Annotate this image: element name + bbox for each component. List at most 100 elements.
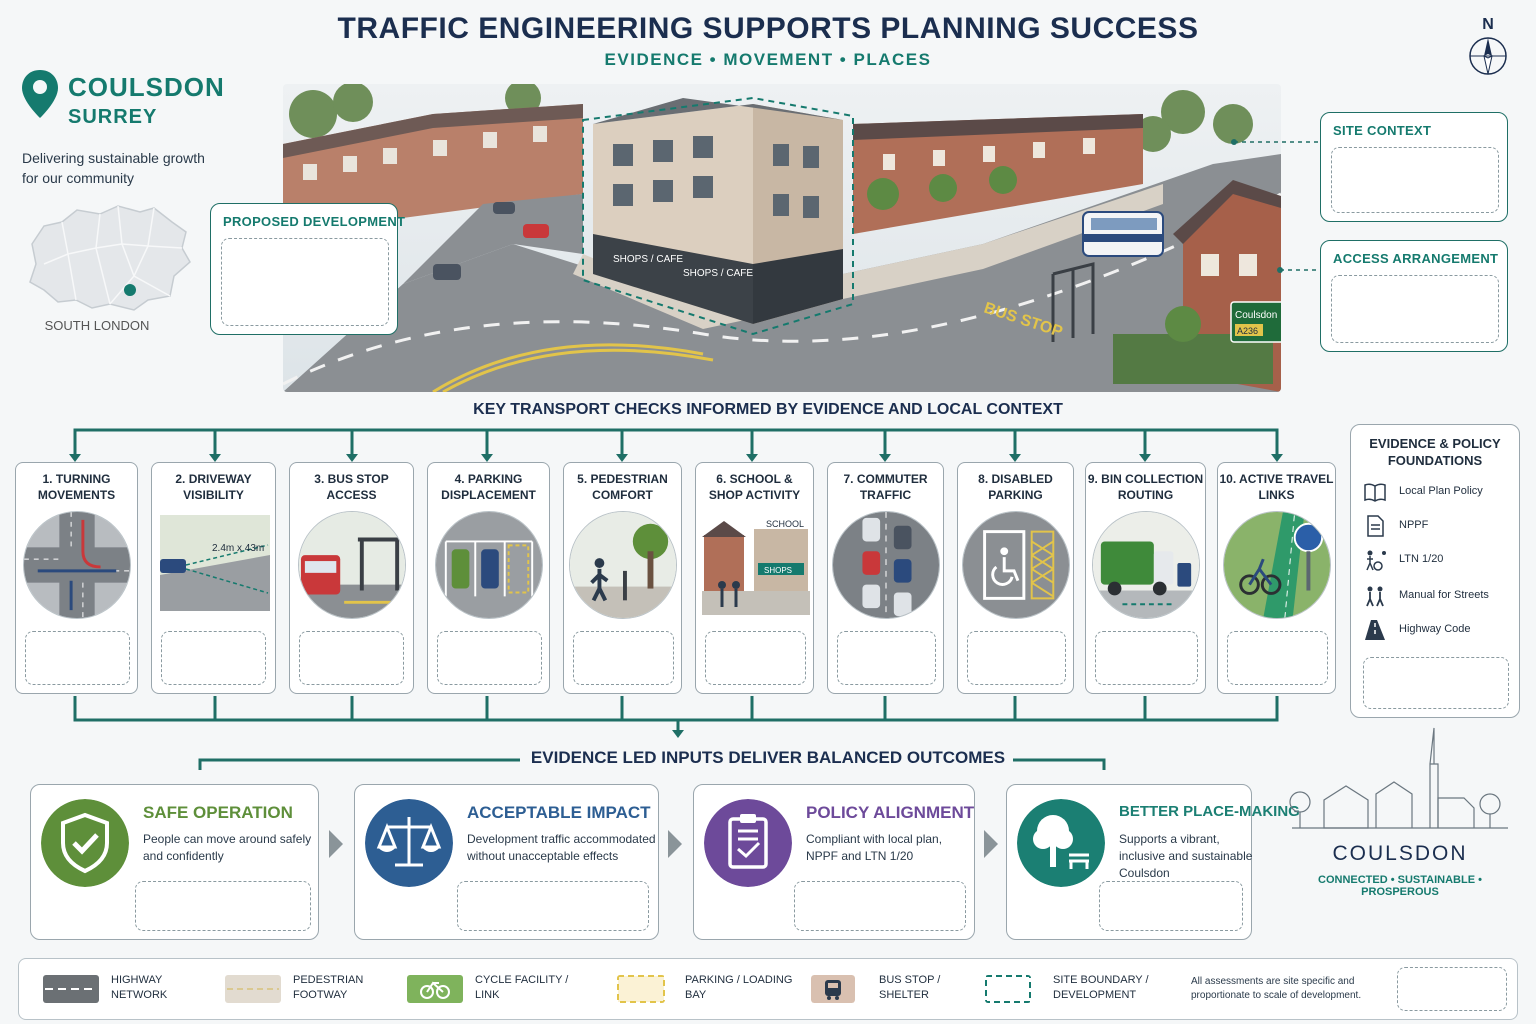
policy-item-ltn: LTN 1/20 [1363,549,1513,573]
check-label: 5. PEDESTRIAN [577,472,668,486]
page-title: TRAFFIC ENGINEERING SUPPORTS PLANNING SU… [337,12,1199,45]
check-label: MOVEMENTS [37,488,116,502]
policy-item-nppf: NPPF [1363,515,1513,539]
check-field[interactable] [705,631,806,685]
map-pin-icon [22,70,58,118]
policy-item-local-plan: Local Plan Policy [1363,481,1513,505]
tree-bench-icon [1017,799,1105,887]
policy-item-highway-code: Highway Code [1363,619,1513,643]
legend-field[interactable] [1397,967,1507,1011]
location-tagline: Delivering sustainable growth for our co… [22,150,205,186]
check-card-pedestrian-comfort: 5. PEDESTRIAN COMFORT [563,462,682,694]
page-subtitle: EVIDENCE • MOVEMENT • PLACES [604,50,932,69]
check-label: 4. PARKING [454,472,523,486]
check-field[interactable] [573,631,674,685]
access-arrangement-title: ACCESS ARRANGEMENT [1333,251,1499,266]
book-icon [1364,483,1386,502]
check-field[interactable] [967,631,1066,685]
check-field[interactable] [161,631,266,685]
people-icon [1366,586,1384,607]
street-scene-illustration: SHOPS / CAFE SHOPS / CAFE BUS STOP Couls… [283,84,1281,392]
access-arrangement-callout: ACCESS ARRANGEMENT [1320,240,1508,352]
proposed-development-field[interactable] [221,238,389,326]
bus-stop-icon [298,511,406,619]
policy-item-manual-for-streets: Manual for Streets [1363,585,1513,609]
outcome-field[interactable] [1099,881,1243,931]
policy-label: NPPF [1399,519,1429,531]
clipboard-check-icon [704,799,792,887]
outcome-title: ACCEPTABLE IMPACT [467,803,651,822]
check-field[interactable] [1227,631,1328,685]
proposed-development-callout: PROPOSED DEVELOPMENT [210,203,405,335]
check-field[interactable] [299,631,404,685]
site-boundary-swatch [985,975,1031,1003]
check-label: ACCESS [326,488,377,502]
check-card-active-travel-links: 10. ACTIVE TRAVEL LINKS [1217,462,1336,694]
legend-label: LINK [475,989,500,1001]
site-context-field[interactable] [1331,147,1499,213]
town-name: COULSDON [68,72,225,102]
outcome-title: POLICY ALIGNMENT [806,803,975,822]
car-far [493,202,515,214]
proposed-development-title: PROPOSED DEVELOPMENT [223,214,406,229]
legend-label: CYCLE FACILITY / [475,974,569,986]
outcome-acceptable-impact: ACCEPTABLE IMPACT Development traffic ac… [354,784,659,940]
policy-field[interactable] [1363,657,1509,709]
check-label: COMFORT [592,488,653,502]
legend-label: HIGHWAY [111,974,163,986]
chevron-right-icon [668,830,682,858]
car-grey [433,264,461,280]
commuter-traffic-icon [832,511,940,619]
shops-sign: SHOPS [764,566,792,575]
legend-label: DEVELOPMENT [1053,989,1137,1001]
outcome-title: BETTER PLACE-MAKING [1119,803,1300,820]
outcome-description: Compliant with local plan, NPPF and LTN … [806,832,943,863]
town-skyline-icon [1289,727,1508,829]
checks-connector-lines [69,428,1283,770]
shield-check-icon [41,799,129,887]
footway-swatch [225,975,281,1003]
shop-sign-right: SHOPS / CAFE [683,268,753,279]
bus [1082,211,1164,257]
legend-item-bus-stop: BUS STOP /SHELTER [811,971,981,1007]
legend-label: BAY [685,989,707,1001]
direction-sign-road: A236 [1237,326,1258,336]
coulsdon-townmark: COULSDON CONNECTED • SUSTAINABLE • PROSP… [1284,724,1516,898]
direction-sign: Coulsdon A236 [1230,301,1281,343]
check-label: 8. DISABLED [978,472,1053,486]
outcome-title: SAFE OPERATION [143,803,293,822]
outcome-description: Supports a vibrant, inclusive and sustai… [1119,832,1253,880]
county-name: SURREY [68,106,158,128]
outcome-policy-alignment: POLICY ALIGNMENT Compliant with local pl… [693,784,975,940]
legend-label: SHELTER [879,989,929,1001]
cyclist-pedestrian-icon [1366,550,1386,571]
check-field[interactable] [1095,631,1198,685]
check-label: 10. ACTIVE TRAVEL [1219,472,1334,486]
parking-bays-icon [435,511,543,619]
outcome-description: Development traffic accommodated without… [467,832,656,863]
check-card-bus-stop-access: 3. BUS STOP ACCESS [289,462,414,694]
outcome-field[interactable] [457,881,649,931]
check-label: 3. BUS STOP [314,472,389,486]
chevron-right-icon [329,830,343,858]
check-field[interactable] [437,631,542,685]
check-field[interactable] [25,631,130,685]
check-label: TRAFFIC [859,488,912,502]
pedestrian-icon [569,511,677,619]
outcome-field[interactable] [794,881,966,931]
cycle-lane-icon [1223,511,1331,619]
access-arrangement-field[interactable] [1331,275,1499,343]
policy-title: EVIDENCE & POLICY [1369,436,1501,451]
check-label: LINKS [1258,488,1295,502]
check-label: 6. SCHOOL & [716,472,793,486]
visibility-dimension-label: 2.4m x 43m [212,543,264,554]
check-field[interactable] [837,631,936,685]
site-context-callout: SITE CONTEXT [1320,112,1508,222]
chevron-right-icon [984,830,998,858]
outcome-field[interactable] [135,881,311,931]
